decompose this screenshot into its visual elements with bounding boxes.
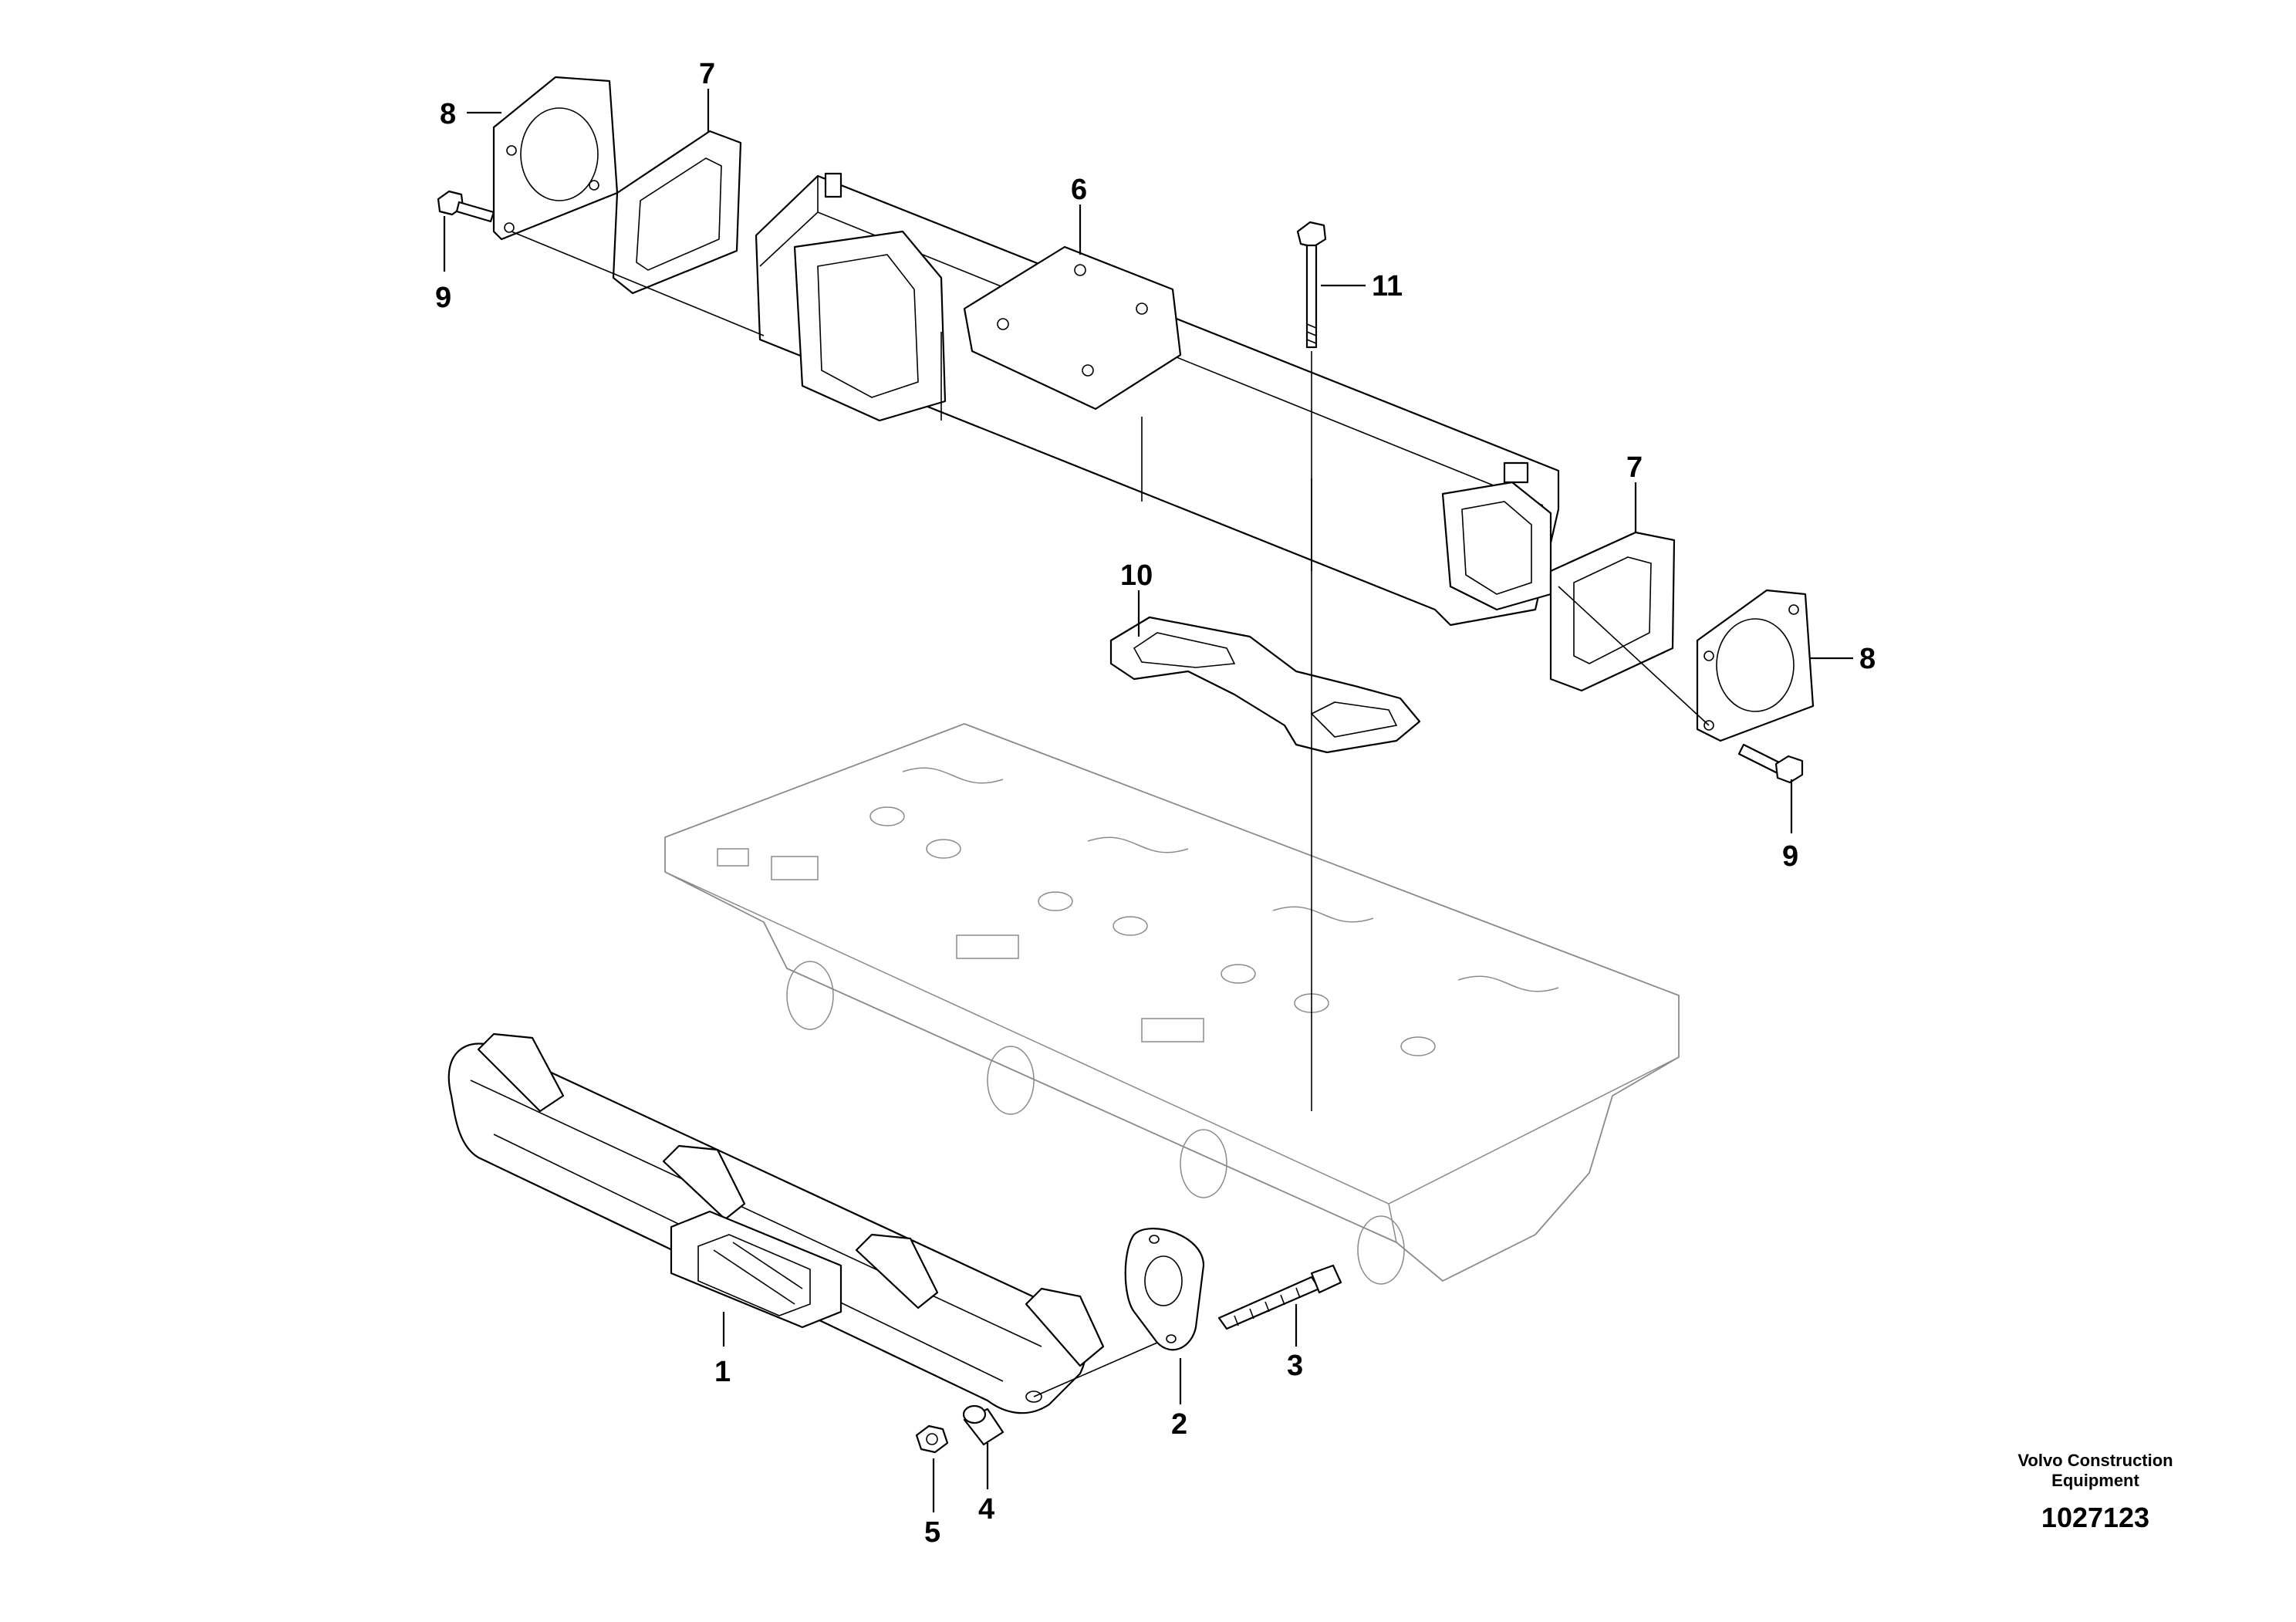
manifold-gasket bbox=[1124, 1228, 1205, 1351]
stud bbox=[1217, 1264, 1342, 1330]
callout-10: 10 bbox=[1120, 559, 1153, 592]
assembly-lines bbox=[511, 231, 1710, 1397]
end-cover-left bbox=[492, 76, 619, 241]
callout-3: 3 bbox=[1287, 1350, 1303, 1382]
callout-1: 1 bbox=[714, 1356, 731, 1388]
callout-9-left: 9 bbox=[435, 282, 451, 314]
callout-8-left: 8 bbox=[440, 98, 456, 130]
exhaust-manifold bbox=[447, 1032, 1105, 1414]
inlet-gasket-right bbox=[1549, 531, 1676, 692]
end-cover-right bbox=[1696, 589, 1815, 742]
callout-5: 5 bbox=[924, 1516, 940, 1549]
nut bbox=[915, 1424, 949, 1454]
screw-right bbox=[1737, 743, 1804, 784]
inlet-gasket-left bbox=[612, 130, 742, 295]
callout-6: 6 bbox=[1071, 174, 1087, 206]
callout-labels: 1 2 3 4 5 6 7 7 8 8 9 9 10 11 bbox=[435, 58, 1876, 1549]
callout-2: 2 bbox=[1171, 1408, 1187, 1441]
callout-11: 11 bbox=[1372, 270, 1403, 302]
document-number: 1027123 bbox=[2041, 1502, 2150, 1533]
callout-7-left: 7 bbox=[699, 58, 715, 90]
callout-9-right: 9 bbox=[1782, 840, 1798, 873]
screw-left bbox=[437, 190, 495, 223]
long-bolt bbox=[1296, 221, 1327, 349]
callout-7-right: 7 bbox=[1626, 451, 1643, 484]
callout-leaders bbox=[443, 89, 1853, 1512]
head-exhaust-flanges bbox=[786, 961, 1405, 1285]
spacer-sleeve bbox=[962, 1404, 1004, 1446]
footer-block: Volvo Construction Equipment 1027123 bbox=[1895, 1451, 2296, 1534]
callout-4: 4 bbox=[978, 1493, 994, 1526]
inlet-manifold-housing bbox=[755, 172, 1560, 627]
brand-name: Volvo Construction Equipment bbox=[2017, 1451, 2173, 1490]
callout-8-right: 8 bbox=[1859, 643, 1876, 675]
intake-gasket bbox=[1109, 616, 1421, 754]
